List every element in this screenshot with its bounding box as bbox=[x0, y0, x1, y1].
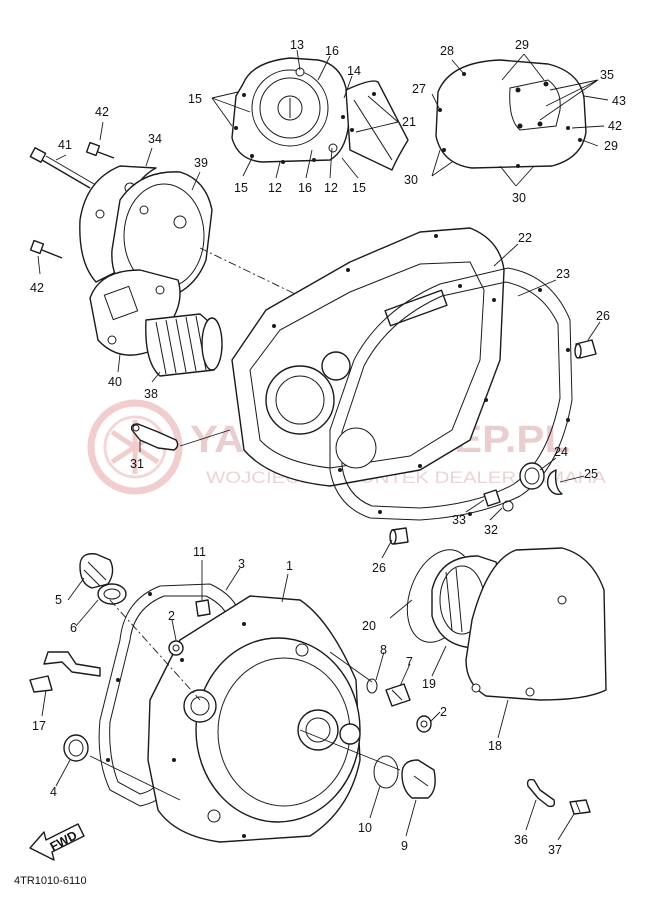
callout-15: 15 bbox=[188, 92, 202, 106]
callout-15: 15 bbox=[234, 181, 248, 195]
callout-17: 17 bbox=[32, 719, 46, 733]
callout-6: 6 bbox=[70, 621, 77, 635]
callout-37: 37 bbox=[548, 843, 562, 857]
callout-labels: 13 16 14 15 21 15 12 16 12 15 28 29 35 2… bbox=[30, 38, 626, 857]
callout-7: 7 bbox=[406, 655, 413, 669]
callout-12: 12 bbox=[324, 181, 338, 195]
cover-gasket-23 bbox=[329, 267, 573, 521]
assembly-line-cap bbox=[109, 599, 201, 701]
callout-24: 24 bbox=[554, 445, 568, 459]
callout-29: 29 bbox=[515, 38, 529, 52]
callout-41: 41 bbox=[58, 138, 72, 152]
dowel-pin-26b bbox=[389, 527, 409, 545]
callout-4: 4 bbox=[50, 785, 57, 799]
callout-23: 23 bbox=[556, 267, 570, 281]
callout-31: 31 bbox=[130, 457, 144, 471]
callout-42: 42 bbox=[608, 119, 622, 133]
bracket-31 bbox=[130, 423, 179, 451]
callout-2: 2 bbox=[168, 609, 175, 623]
callout-36: 36 bbox=[514, 833, 528, 847]
assembly-line-plug bbox=[299, 729, 401, 771]
callout-9: 9 bbox=[401, 839, 408, 853]
callout-26: 26 bbox=[596, 309, 610, 323]
o-ring-10 bbox=[373, 755, 399, 789]
plug-7 bbox=[385, 683, 411, 707]
generator-cover-1 bbox=[147, 595, 361, 843]
callout-43: 43 bbox=[612, 94, 626, 108]
clutch-outer-cover bbox=[435, 59, 587, 169]
oil-seal-24 bbox=[519, 462, 545, 490]
callout-5: 5 bbox=[55, 593, 62, 607]
short-bolt-42a bbox=[85, 141, 115, 159]
forward-direction-arrow: FWD bbox=[29, 823, 85, 861]
callout-22: 22 bbox=[518, 231, 532, 245]
assembly-line-oring bbox=[329, 651, 373, 683]
oil-seal-4 bbox=[63, 734, 89, 762]
callout-35: 35 bbox=[600, 68, 614, 82]
callout-34: 34 bbox=[148, 132, 162, 146]
callout-16: 16 bbox=[325, 44, 339, 58]
callout-30: 30 bbox=[512, 191, 526, 205]
assembly-line-seal bbox=[89, 755, 181, 801]
oil-filter-housing-39 bbox=[111, 171, 213, 301]
callout-20: 20 bbox=[362, 619, 376, 633]
callout-3: 3 bbox=[238, 557, 245, 571]
callout-16: 16 bbox=[298, 181, 312, 195]
callout-32: 32 bbox=[484, 523, 498, 537]
callout-15: 15 bbox=[352, 181, 366, 195]
callout-27: 27 bbox=[412, 82, 426, 96]
dowel-pin-26a bbox=[574, 339, 597, 359]
callout-18: 18 bbox=[488, 739, 502, 753]
washer-2b bbox=[416, 715, 432, 733]
oil-filter-element-38 bbox=[145, 313, 223, 377]
callout-10: 10 bbox=[358, 821, 372, 835]
callout-26: 26 bbox=[372, 561, 386, 575]
callout-25: 25 bbox=[584, 467, 598, 481]
callout-30: 30 bbox=[404, 173, 418, 187]
washer-2a bbox=[168, 640, 184, 656]
sprocket-cover-18 bbox=[465, 547, 607, 701]
callout-39: 39 bbox=[194, 156, 208, 170]
diagram-code: 4TR1010-6110 bbox=[14, 875, 87, 887]
callout-8: 8 bbox=[380, 643, 387, 657]
short-bolt-42c bbox=[29, 239, 63, 259]
bolt-37 bbox=[569, 799, 591, 815]
leader-lines bbox=[37, 49, 609, 841]
fwd-label: FWD bbox=[48, 828, 80, 854]
o-ring-32 bbox=[502, 500, 514, 512]
assembly-line-filter bbox=[199, 247, 321, 307]
callout-1: 1 bbox=[286, 559, 293, 573]
o-ring-8 bbox=[366, 678, 378, 694]
callout-21: 21 bbox=[402, 115, 416, 129]
callout-40: 40 bbox=[108, 375, 122, 389]
callout-13: 13 bbox=[290, 38, 304, 52]
oil-filler-cap-5 bbox=[79, 553, 114, 589]
callout-14: 14 bbox=[347, 64, 361, 78]
crankcase-cover-small bbox=[231, 57, 350, 164]
plug-9 bbox=[401, 759, 436, 799]
callout-33: 33 bbox=[452, 513, 466, 527]
callout-42: 42 bbox=[30, 281, 44, 295]
bracket-36 bbox=[526, 778, 556, 808]
long-bolt-41 bbox=[29, 147, 95, 189]
callout-29: 29 bbox=[604, 139, 618, 153]
callout-2: 2 bbox=[440, 705, 447, 719]
dowel-pin-11 bbox=[195, 599, 211, 617]
callout-42: 42 bbox=[95, 105, 109, 119]
crankcase-cover-22 bbox=[231, 227, 505, 487]
collar-33 bbox=[483, 489, 501, 507]
callout-28: 28 bbox=[440, 44, 454, 58]
callout-12: 12 bbox=[268, 181, 282, 195]
clip-17 bbox=[29, 651, 101, 693]
callout-19: 19 bbox=[422, 677, 436, 691]
circlip-25 bbox=[546, 469, 563, 496]
callout-38: 38 bbox=[144, 387, 158, 401]
o-ring-6 bbox=[97, 583, 127, 605]
cover-plate-21 bbox=[345, 80, 409, 171]
bracket-31-leader bbox=[179, 429, 231, 447]
callout-11: 11 bbox=[193, 545, 206, 559]
